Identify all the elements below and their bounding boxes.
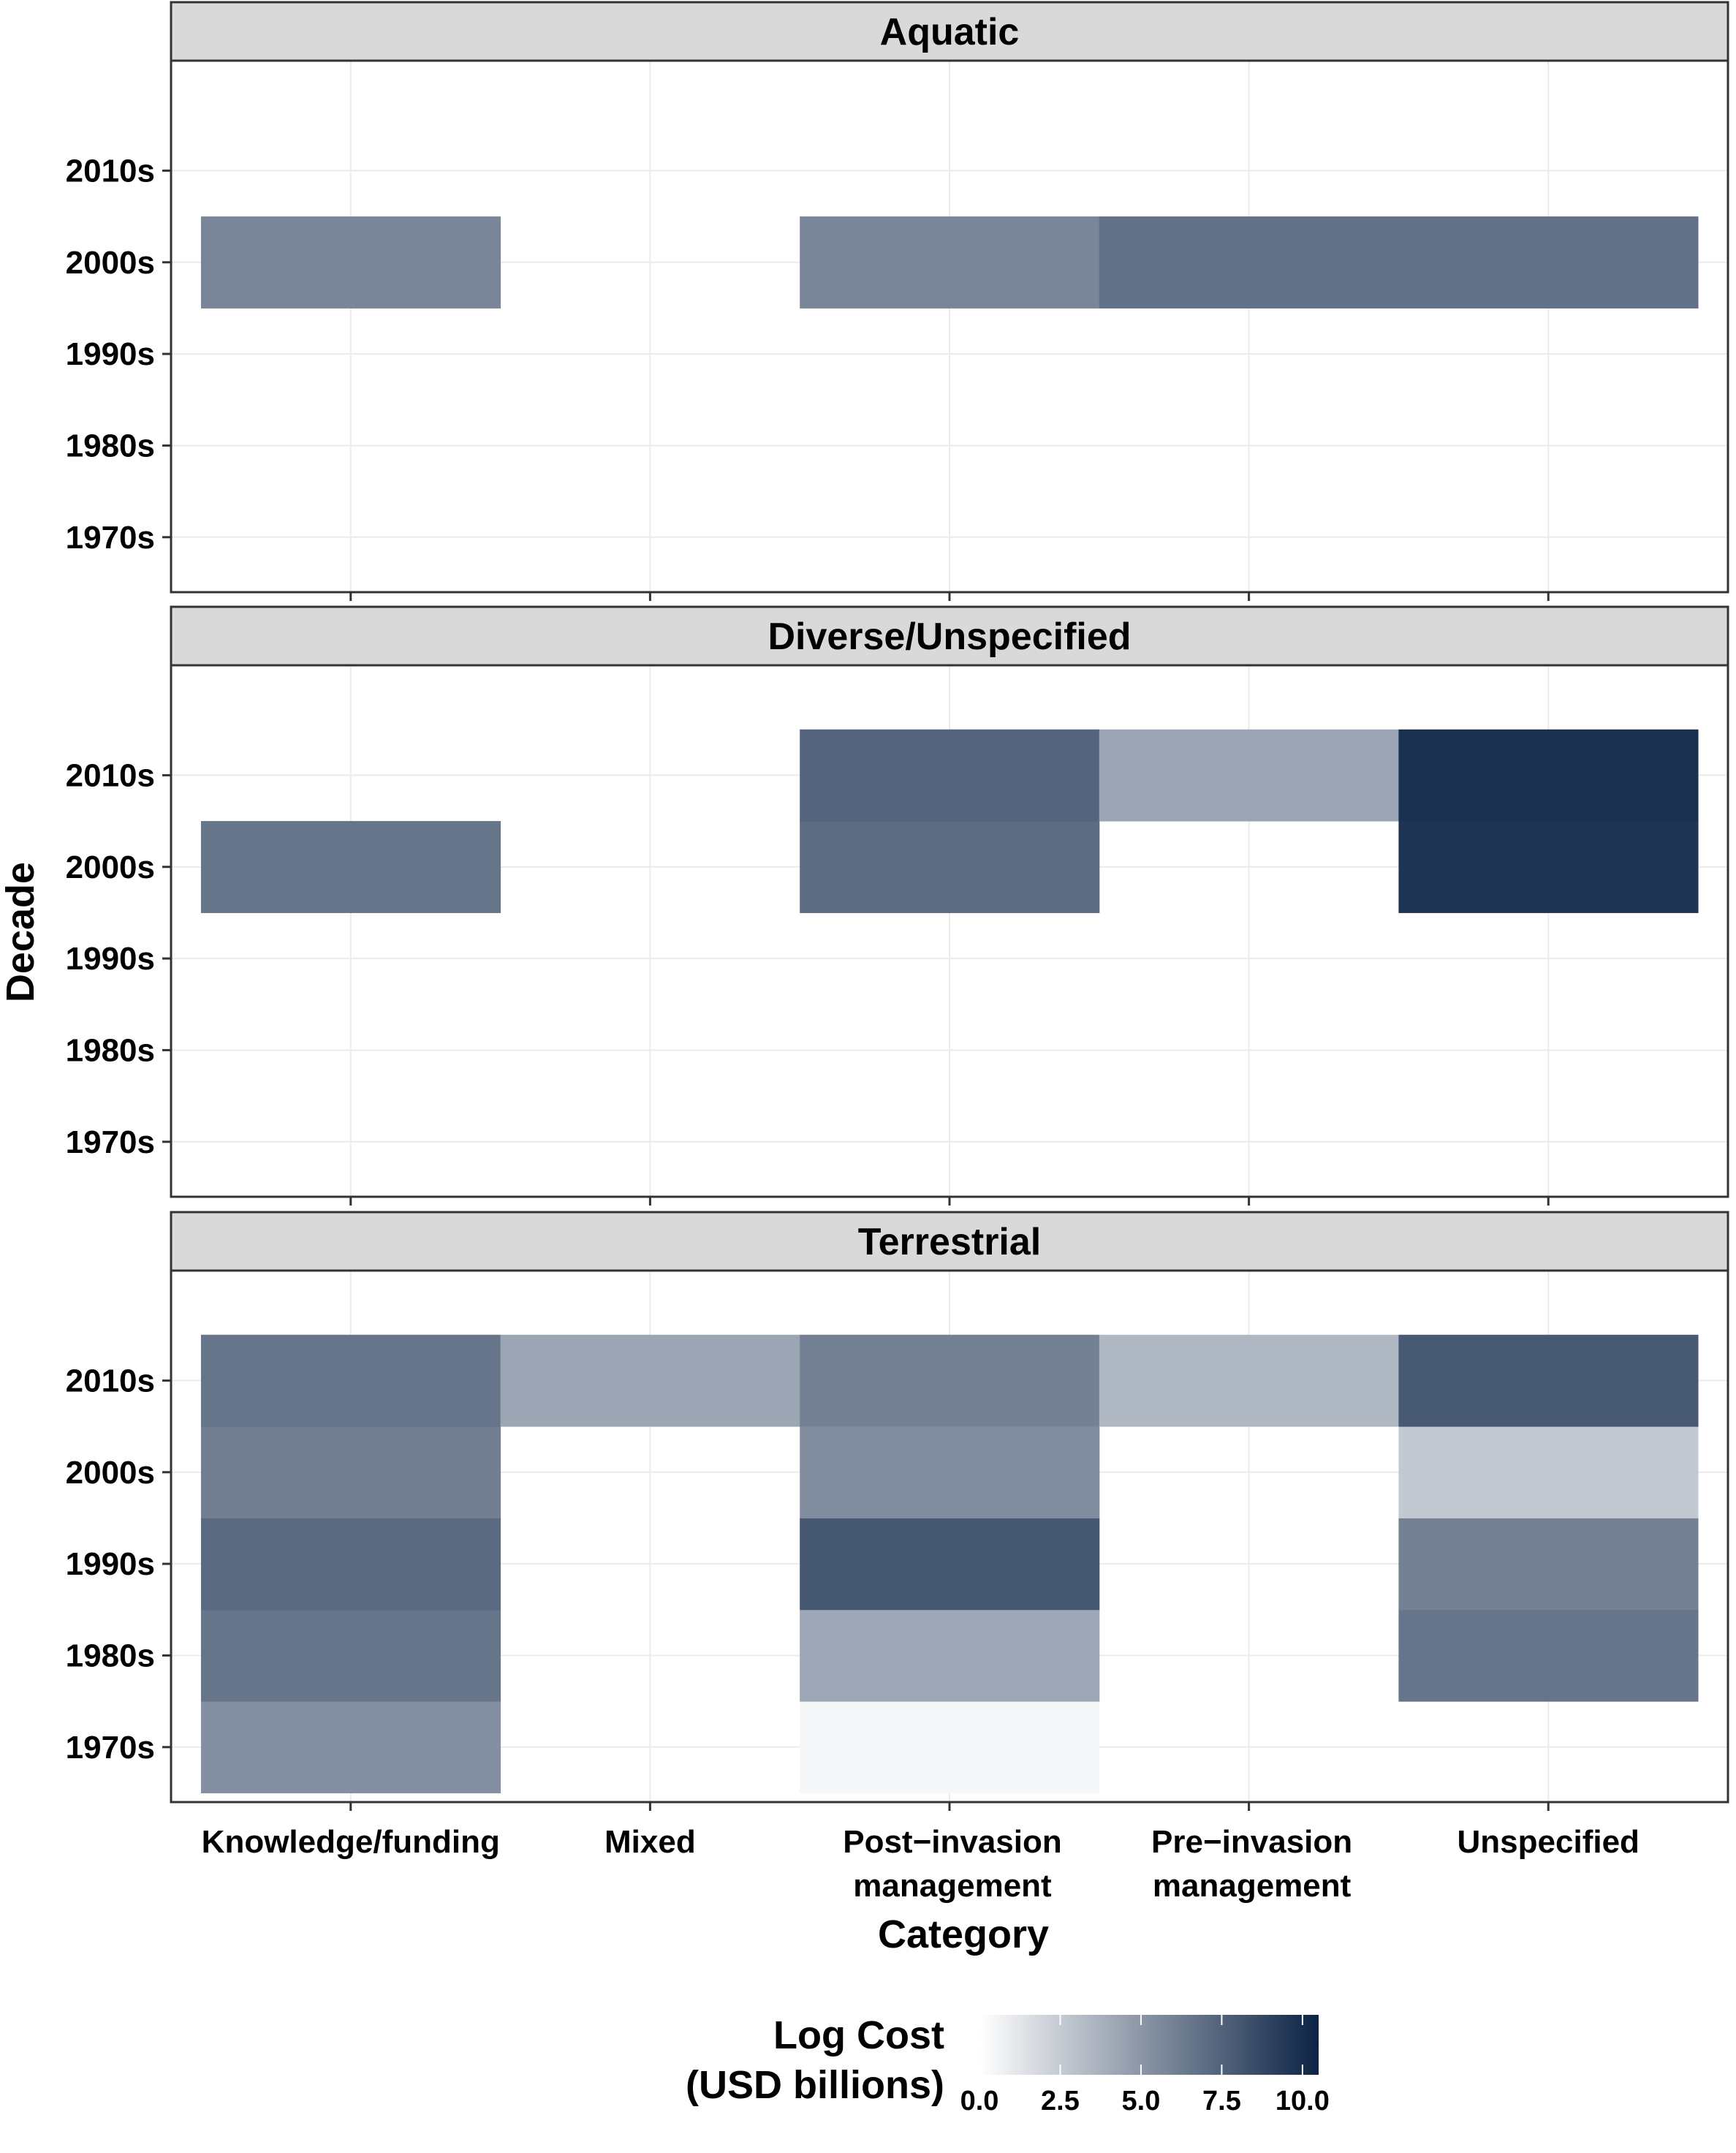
- y-tick-label: 1980s: [66, 1638, 155, 1673]
- x-tick-label: management: [1153, 1868, 1352, 1904]
- legend-tick-label: 0.0: [960, 2086, 999, 2116]
- heatmap-tile: [800, 821, 1100, 913]
- facet-panel: Aquatic 1970s 1980s 1990s 2000s 2010s: [66, 1, 1729, 601]
- x-axis: Knowledge/funding Mixed Post−invasion manag…: [202, 1824, 1640, 1904]
- x-tick-label: Pre−invasion: [1151, 1824, 1352, 1860]
- heatmap-tile: [1099, 729, 1399, 822]
- facet-panels: Aquatic1970s1980s1990s2000s2010sDiverse/…: [66, 1, 1729, 1811]
- facet-strip: [170, 1211, 1729, 1272]
- y-tick-label: 1990s: [66, 941, 155, 977]
- y-tick-label: 1970s: [66, 1730, 155, 1766]
- y-axis-title: Decade: [0, 862, 42, 1002]
- y-tick-label: 1990s: [66, 336, 155, 372]
- heatmap-tile: [1398, 216, 1699, 309]
- legend-tick-label: 7.5: [1202, 2086, 1241, 2116]
- heatmap-tile: [1099, 1334, 1399, 1427]
- heatmap-tile: [1398, 1334, 1699, 1427]
- heatmap-tile: [200, 1609, 501, 1702]
- heatmap-tile: [200, 1701, 501, 1793]
- x-tick-label: Post−invasion: [843, 1824, 1062, 1860]
- heatmap-tile: [800, 1701, 1100, 1793]
- y-tick-label: 1970s: [66, 520, 155, 556]
- heatmap-tile: [200, 1334, 501, 1427]
- y-tick-label: 2000s: [66, 1455, 155, 1491]
- x-axis-title: Category: [878, 1912, 1049, 1956]
- y-tick-label: 2010s: [66, 757, 155, 793]
- legend-colorbar: [979, 2015, 1319, 2075]
- facet-label: Terrestrial: [858, 1221, 1042, 1263]
- y-tick-label: 2000s: [66, 245, 155, 281]
- facet-strip: [170, 605, 1729, 667]
- x-tick-label: Knowledge/funding: [202, 1824, 500, 1860]
- heatmap-tile: [200, 216, 501, 309]
- heatmap-tile: [500, 1334, 800, 1427]
- y-tick-label: 2000s: [66, 850, 155, 885]
- legend-title: Log Cost: [773, 2013, 944, 2057]
- heatmap-tile: [1398, 1426, 1699, 1518]
- facet-label: Aquatic: [880, 11, 1020, 53]
- legend-title: (USD billions): [686, 2063, 944, 2107]
- heatmap-tile: [1099, 216, 1399, 309]
- y-tick-label: 1980s: [66, 428, 155, 463]
- facet-panel: Diverse/Unspecified 1970s 1980s 1990s 2000s 2…: [66, 605, 1729, 1206]
- y-tick-label: 2010s: [66, 1363, 155, 1399]
- heatmap-tile: [200, 1426, 501, 1518]
- facet-panel: Terrestrial 1970s 1980s 1990s 2000s 2010s: [66, 1211, 1729, 1811]
- heatmap-tile: [800, 216, 1100, 309]
- heatmap-tile: [800, 1518, 1100, 1611]
- facet-label: Diverse/Unspecified: [767, 616, 1131, 658]
- heatmap-tile: [1398, 821, 1699, 913]
- heatmap-tile: [1398, 1609, 1699, 1702]
- heatmap-tile: [1398, 1518, 1699, 1611]
- facet-strip: [170, 1, 1729, 62]
- y-tick-label: 2010s: [66, 153, 155, 189]
- y-tick-label: 1990s: [66, 1546, 155, 1582]
- legend-tick-label: 2.5: [1041, 2086, 1080, 2116]
- heatmap-tile: [800, 1426, 1100, 1518]
- legend-tick-label: 10.0: [1276, 2086, 1330, 2116]
- color-legend: Log Cost (USD billions) 0.0 2.5 5.0 7.5 10.0: [686, 2013, 1330, 2116]
- x-tick-label: Mixed: [604, 1824, 696, 1860]
- x-tick-label: management: [853, 1868, 1052, 1904]
- heatmap-tile: [200, 1518, 501, 1611]
- heatmap-tile: [200, 821, 501, 913]
- heatmap-tile: [800, 1334, 1100, 1427]
- y-tick-label: 1980s: [66, 1032, 155, 1068]
- heatmap-tile: [1398, 729, 1699, 822]
- legend-tick-label: 5.0: [1122, 2086, 1161, 2116]
- x-tick-label: Unspecified: [1458, 1824, 1640, 1860]
- heatmap-tile: [800, 729, 1100, 822]
- y-tick-label: 1970s: [66, 1124, 155, 1160]
- heatmap-tile: [800, 1609, 1100, 1702]
